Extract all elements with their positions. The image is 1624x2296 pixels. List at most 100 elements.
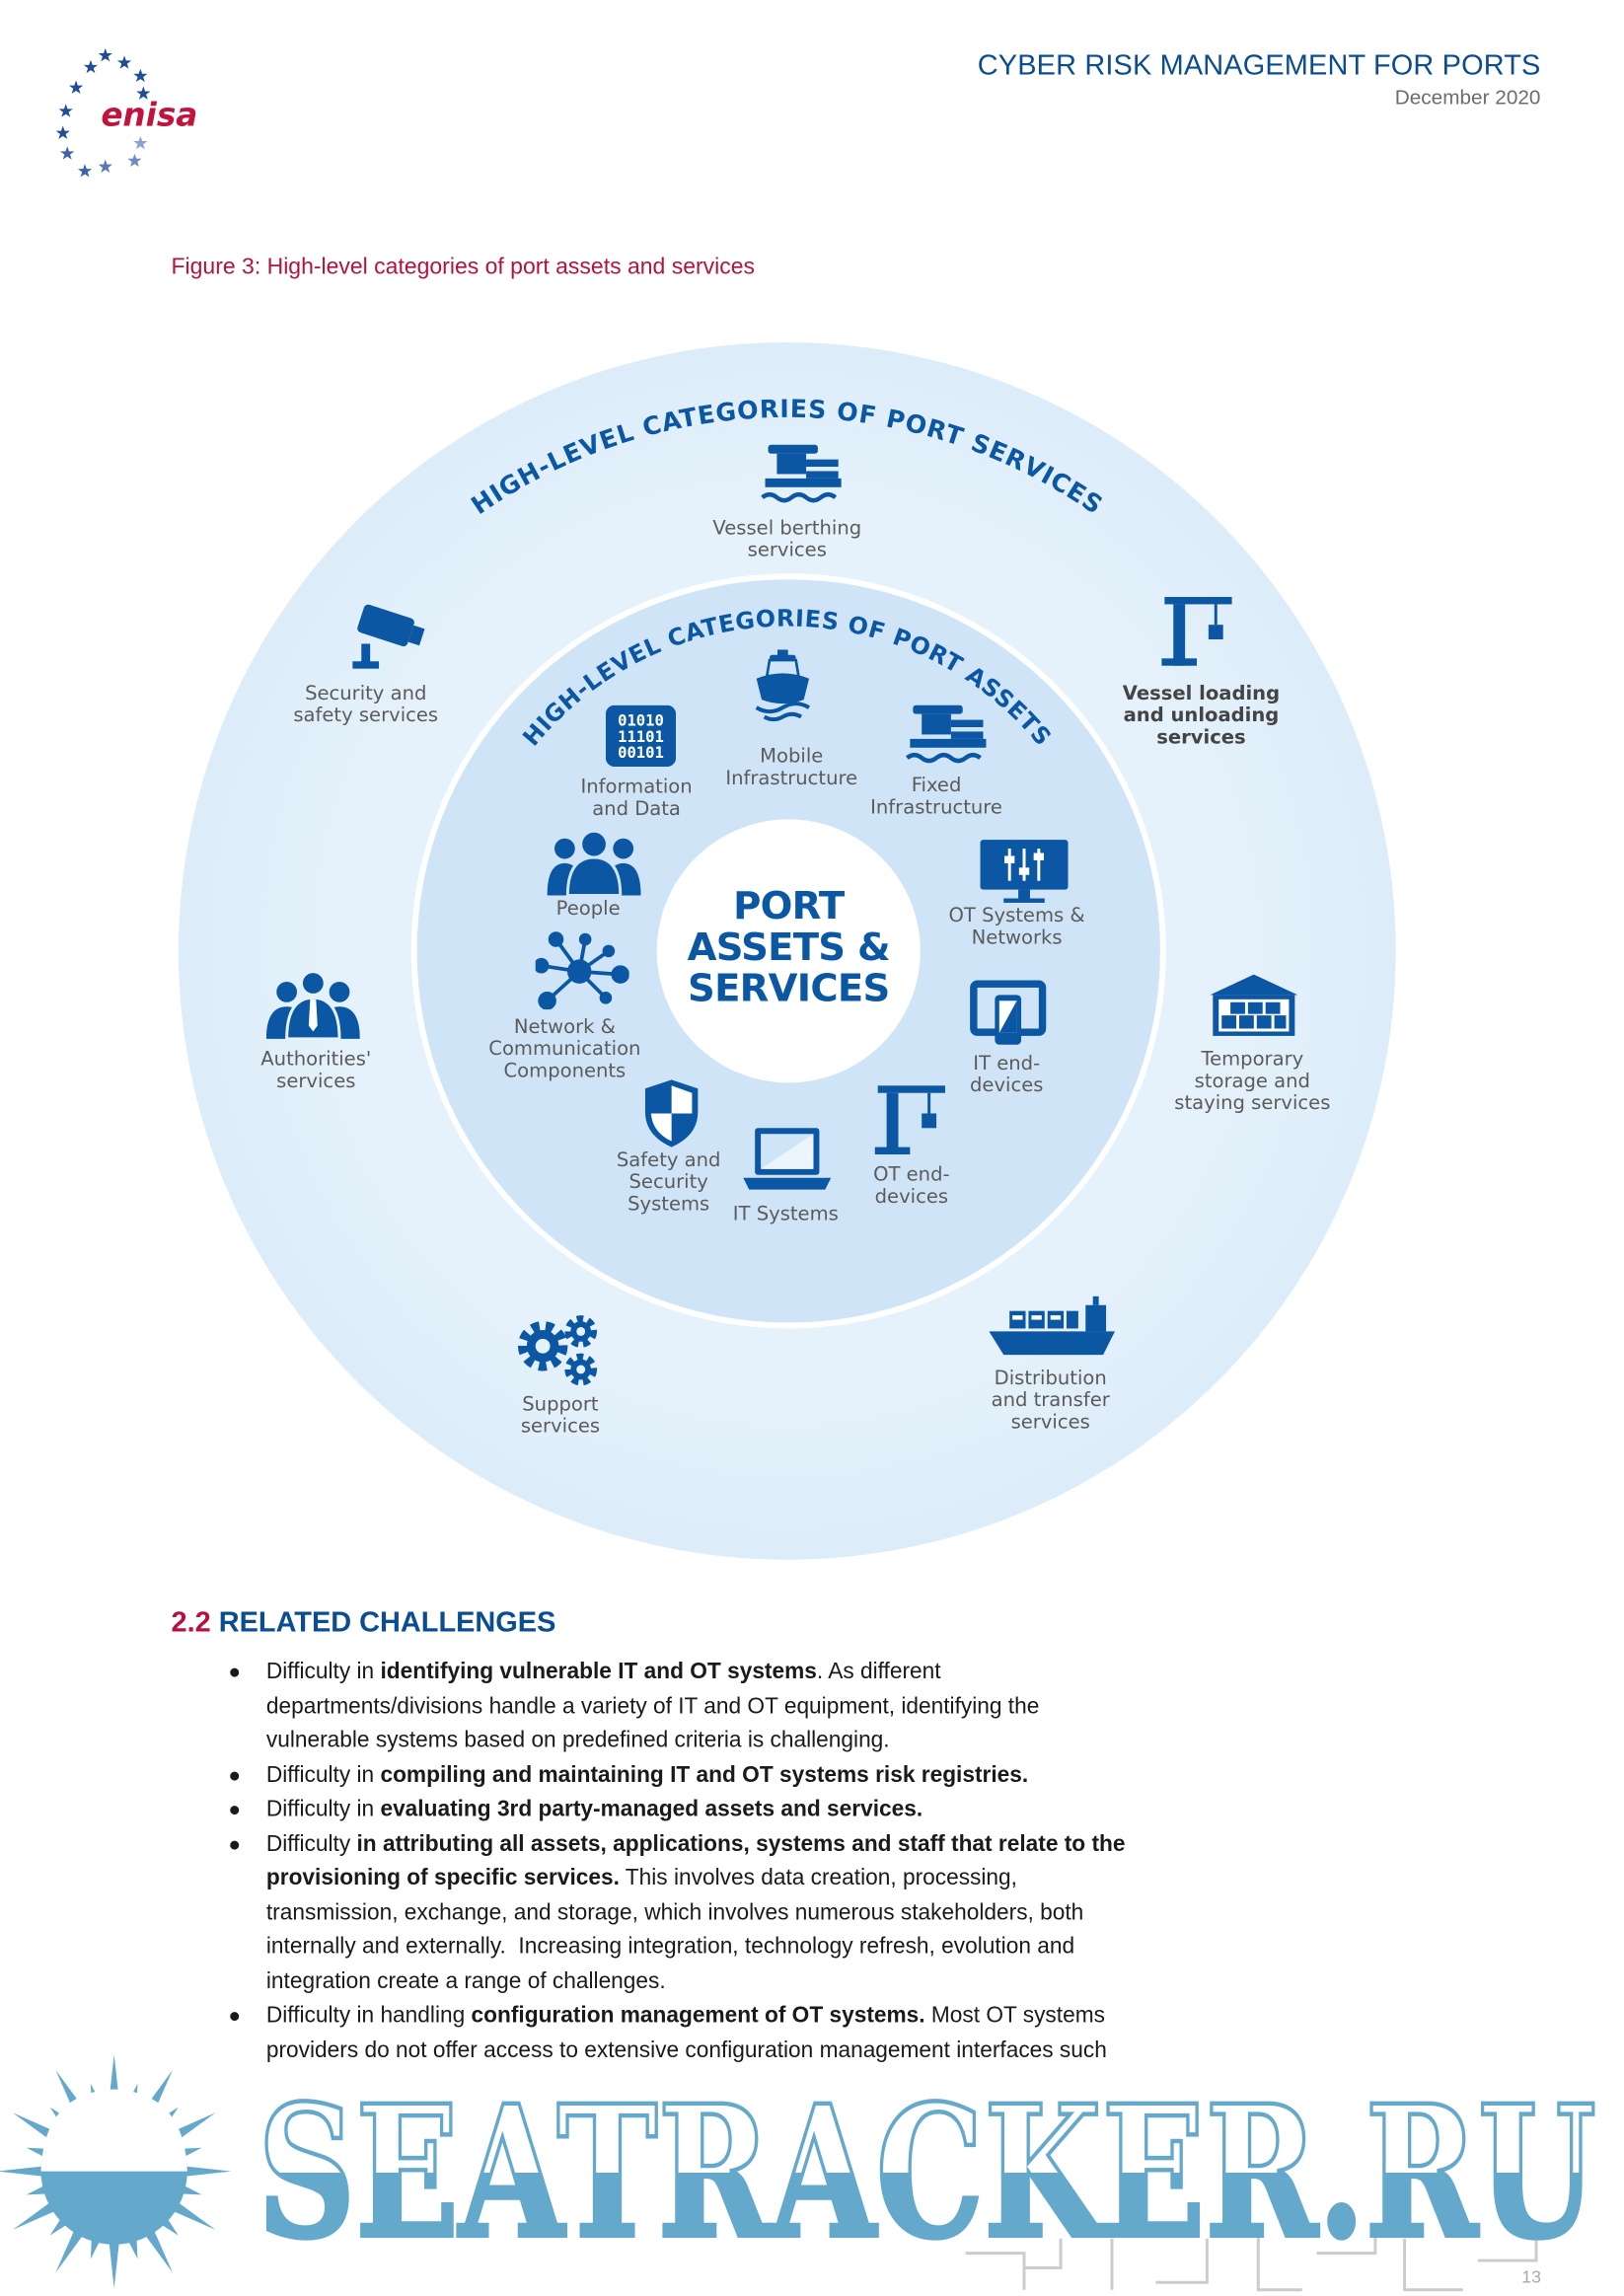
center-title: PORT ASSETS & SERVICES: [658, 887, 919, 1010]
warehouse-icon: [1210, 974, 1298, 1036]
challenge-item: ●Difficulty in compiling and maintaining…: [0, 1758, 1624, 1793]
label-line: Temporary: [1201, 1049, 1304, 1072]
figure-label: Figure 3:: [171, 255, 261, 280]
sun-ray: [55, 2223, 88, 2273]
sun-ray: [12, 2198, 62, 2230]
asset-ot-end-devices: OT end-devices: [787, 1164, 1036, 1208]
label-line: Infrastructure: [870, 797, 1002, 820]
container-ship-icon: [989, 1296, 1115, 1356]
shield-icon: [644, 1079, 699, 1148]
asset-it-end-devices: IT end-devices: [882, 1054, 1131, 1097]
label-line: Components: [503, 1061, 627, 1083]
center-title-line: ASSETS &: [687, 926, 891, 971]
sun-ray: [167, 2198, 216, 2230]
bullet-icon: ●: [228, 2003, 241, 2027]
network-hub-icon: [535, 931, 629, 1010]
sun-ray: [108, 2235, 120, 2289]
watermark-text: SEATRACKER.RU: [258, 2066, 1596, 2279]
crane-icon: [1161, 597, 1232, 666]
challenge-line: integration create a range of challenges…: [0, 1964, 1624, 1999]
figure-caption: Figure 3: High-level categories of port …: [171, 255, 755, 281]
challenge-line: ●Difficulty in identifying vulnerable IT…: [0, 1655, 1624, 1689]
laptop-icon: [743, 1128, 832, 1190]
body-text: This involves data creation, processing,: [619, 1865, 1017, 1890]
section-title: RELATED CHALLENGES: [210, 1606, 556, 1639]
label-line: services: [747, 540, 827, 562]
figure-caption-text: High-level categories of port assets and…: [260, 255, 756, 280]
monitor-sliders-icon: [980, 840, 1069, 903]
label-line: storage and: [1194, 1071, 1310, 1093]
challenge-line: ● Difficulty in handling configuration ma…: [0, 1999, 1624, 2034]
enisa-logo: enisa: [55, 47, 197, 178]
label-line: IT end-: [973, 1053, 1041, 1075]
center-circle: [656, 819, 921, 1083]
label-line: Network &: [513, 1016, 616, 1039]
challenge-line: transmission, exchange, and storage, whi…: [0, 1895, 1624, 1930]
label-line: Safety and: [616, 1149, 721, 1172]
challenges-list: ●Difficulty in identifying vulnerable IT…: [0, 1655, 1624, 2067]
challenge-line: departments/divisions handle a variety o…: [0, 1689, 1624, 1724]
label-line: devices: [970, 1074, 1044, 1098]
label-line: services: [276, 1071, 356, 1093]
label-line: and Data: [592, 798, 681, 821]
challenge-item: ● Difficulty in handling configuration ma…: [0, 1999, 1624, 2068]
emphasis-text: compiling and maintaining IT and OT syst…: [380, 1762, 1029, 1788]
document-title: CYBER RISK MANAGEMENT FOR PORTS: [977, 49, 1541, 83]
label-line: Mobile: [760, 746, 824, 769]
challenge-item: ●Difficulty in evaluating 3rd party-mana…: [0, 1793, 1624, 1827]
challenge-line: ●Difficulty in evaluating 3rd party-mana…: [0, 1793, 1624, 1827]
challenge-item: ●Difficulty in attributing all assets, a…: [0, 1826, 1624, 1998]
svg-text:00101: 00101: [618, 744, 664, 762]
label-line: OT end-: [873, 1164, 950, 1187]
challenge-line: vulnerable systems based on predefined c…: [0, 1724, 1624, 1758]
people-icon: [547, 829, 641, 898]
authorities-icon: [265, 970, 360, 1041]
label-line: Networks: [971, 927, 1063, 950]
body-text: departments/divisions handle a variety o…: [265, 1693, 1040, 1719]
emphasis-text: configuration management of OT systems.: [471, 2003, 925, 2029]
emphasis-text: provisioning of specific services.: [265, 1865, 620, 1890]
label-line: Distribution: [994, 1368, 1107, 1390]
body-text: Difficulty in: [265, 1659, 381, 1684]
label-line: OT Systems &: [948, 905, 1085, 928]
ship-icon: [755, 649, 811, 722]
svg-text:01010: 01010: [618, 712, 664, 730]
challenge-line: internally and externally. Increasing in…: [0, 1930, 1624, 1964]
asset-it-systems: IT Systems: [661, 1204, 910, 1225]
label-line: and transfer: [991, 1389, 1110, 1412]
security-camera-icon: [352, 604, 425, 669]
label-line: Security: [628, 1171, 708, 1195]
section-number: 2.2: [171, 1606, 211, 1639]
sun-ray: [178, 2165, 232, 2178]
label-line: Vessel berthing: [712, 517, 862, 541]
vessel-berthing-icon: [761, 444, 842, 503]
label-line: Support: [522, 1394, 599, 1417]
bullet-icon: ●: [228, 1796, 241, 1820]
label-line: services: [520, 1416, 601, 1439]
body-text: . As different: [816, 1659, 941, 1684]
asset-ot-systems-networks: OT Systems &Networks: [893, 906, 1142, 949]
document-date: December 2020: [1394, 85, 1541, 109]
figure-diagram: HIGH-LEVEL CATEGORIES OF PORT SERVICES H…: [178, 341, 1396, 1560]
label-line: IT Systems: [732, 1204, 839, 1226]
body-text: Difficulty in handling: [265, 2003, 472, 2029]
section-heading: 2.2 RELATED CHALLENGES: [171, 1606, 555, 1640]
challenge-line: ●Difficulty in compiling and maintaining…: [0, 1758, 1624, 1793]
bullet-icon: ●: [228, 1659, 241, 1683]
bullet-icon: ●: [228, 1762, 241, 1786]
label-line: Information: [580, 777, 693, 799]
challenge-item: ●Difficulty in identifying vulnerable IT…: [0, 1655, 1624, 1758]
challenge-line: provisioning of specific services. This …: [0, 1861, 1624, 1895]
body-text: Difficulty in: [265, 1796, 381, 1822]
body-text: internally and externally. Increasing in…: [265, 1934, 1075, 1960]
label-line: People: [555, 898, 621, 921]
label-line: services: [1156, 726, 1246, 750]
